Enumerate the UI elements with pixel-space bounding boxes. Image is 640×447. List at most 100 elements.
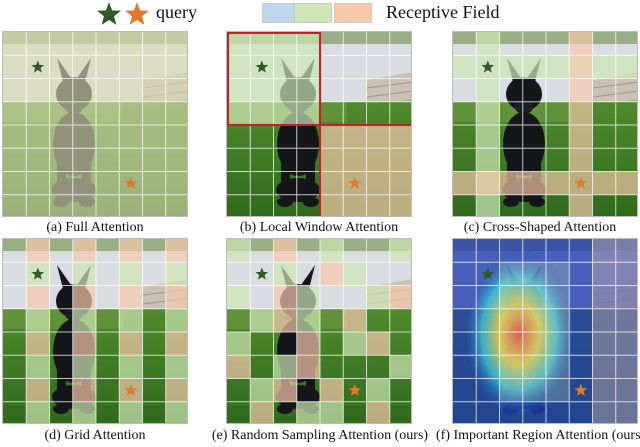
important-cell-orange [592,332,616,356]
random-cell-green [389,355,411,379]
window-cell-green [250,32,274,56]
cross-cell-green [476,148,500,172]
window-cell-green [296,78,320,102]
orange-query-star [124,176,138,189]
cross-cell-orange [569,194,593,216]
dilated-cell-orange [165,285,187,309]
dilated-cell-orange [72,285,96,309]
panel-local-window-attention [226,31,412,217]
green-query-star [255,60,269,73]
dog-silhouette [502,58,546,207]
cross-cell-orange [522,171,546,195]
panel-f-figure [453,239,637,423]
dilated-cell-green [165,308,187,332]
panel-a-figure [3,32,187,216]
important-cell-green [499,308,523,332]
orange-query-star [574,176,588,189]
panel-b-figure [227,32,411,216]
grid-lines [3,239,187,423]
caption-random-sampling-attention: (e) Random Sampling Attention (ours) [211,428,429,443]
panel-e-figure [227,239,411,423]
panel-cross-shaped-attention [452,31,638,217]
query-label: query [156,2,197,22]
cross-cell-orange [569,125,593,149]
dilated-cell-green [72,401,96,423]
important-cell-orange [615,401,637,423]
important-cell-green [546,285,570,309]
window-cell-green [296,101,320,125]
dilated-cell-green [165,401,187,423]
important-cell-orange [615,285,637,309]
dilated-cell-green [72,262,96,286]
window-border-top-left [227,32,321,126]
dilated-cell-green [26,401,50,423]
cross-cell-green [476,32,500,56]
window-cell-orange [366,148,390,172]
important-cell-green [522,262,546,286]
random-cell-orange [343,308,367,332]
orange-query-star [348,383,362,396]
random-cell-green [227,332,251,356]
panel-d-figure [3,239,187,423]
cross-cell-orange [569,78,593,102]
important-cell-orange [592,262,616,286]
random-cell-green [343,332,367,356]
random-cell-green [296,308,320,332]
cross-cell-orange [476,171,500,195]
random-cell-green [389,239,411,263]
grid-lines [227,239,411,423]
cross-cell-green [522,55,546,79]
random-cell-green [227,239,251,263]
window-cell-orange [389,148,411,172]
important-cell-green [546,355,570,379]
important-cell-green [499,332,523,356]
window-cell-green [227,101,251,125]
dilated-cell-orange [26,239,50,263]
green-query-star [481,60,495,73]
window-cell-orange [320,148,344,172]
receptive-field-label: Receptive Field [386,2,500,22]
random-cell-green [273,262,297,286]
cross-cell-orange [546,171,570,195]
panel-full-attention [2,31,188,217]
window-cell-orange [343,125,367,149]
green-query-star [481,267,495,280]
orange-star-icon [125,2,149,25]
window-cell-green [250,101,274,125]
window-cell-green [250,78,274,102]
important-cell-orange [615,308,637,332]
random-cell-orange [366,401,390,423]
important-cell-orange [615,355,637,379]
random-cell-orange [366,332,390,356]
dilated-cell-orange [165,239,187,263]
window-cell-orange [343,148,367,172]
dilated-cell-green [72,308,96,332]
random-cell-green [227,285,251,309]
random-cell-green [273,355,297,379]
cross-cell-orange [453,171,477,195]
cross-cell-green [476,194,500,216]
cross-cell-orange [569,101,593,125]
dilated-cell-green [26,308,50,332]
window-cell-green [227,32,251,56]
random-cell-orange [273,308,297,332]
cross-cell-green [592,55,616,79]
random-cell-green [250,378,274,402]
full-receptive-field-tint [3,32,187,216]
dilated-cell-green [119,355,143,379]
important-cell-green [499,285,523,309]
important-cell-orange [592,308,616,332]
important-cell-orange [592,239,616,263]
random-cell-green [320,239,344,263]
window-cell-orange [389,194,411,216]
dilated-cell-orange [26,285,50,309]
window-cell-orange [366,125,390,149]
cross-cell-green [499,55,523,79]
cross-cell-orange [499,171,523,195]
important-cell-green [499,262,523,286]
heatmap-hotspot [467,248,583,420]
green-query-star [31,60,45,73]
window-cell-orange [389,125,411,149]
random-cell-orange [273,239,297,263]
important-cell-green [522,332,546,356]
